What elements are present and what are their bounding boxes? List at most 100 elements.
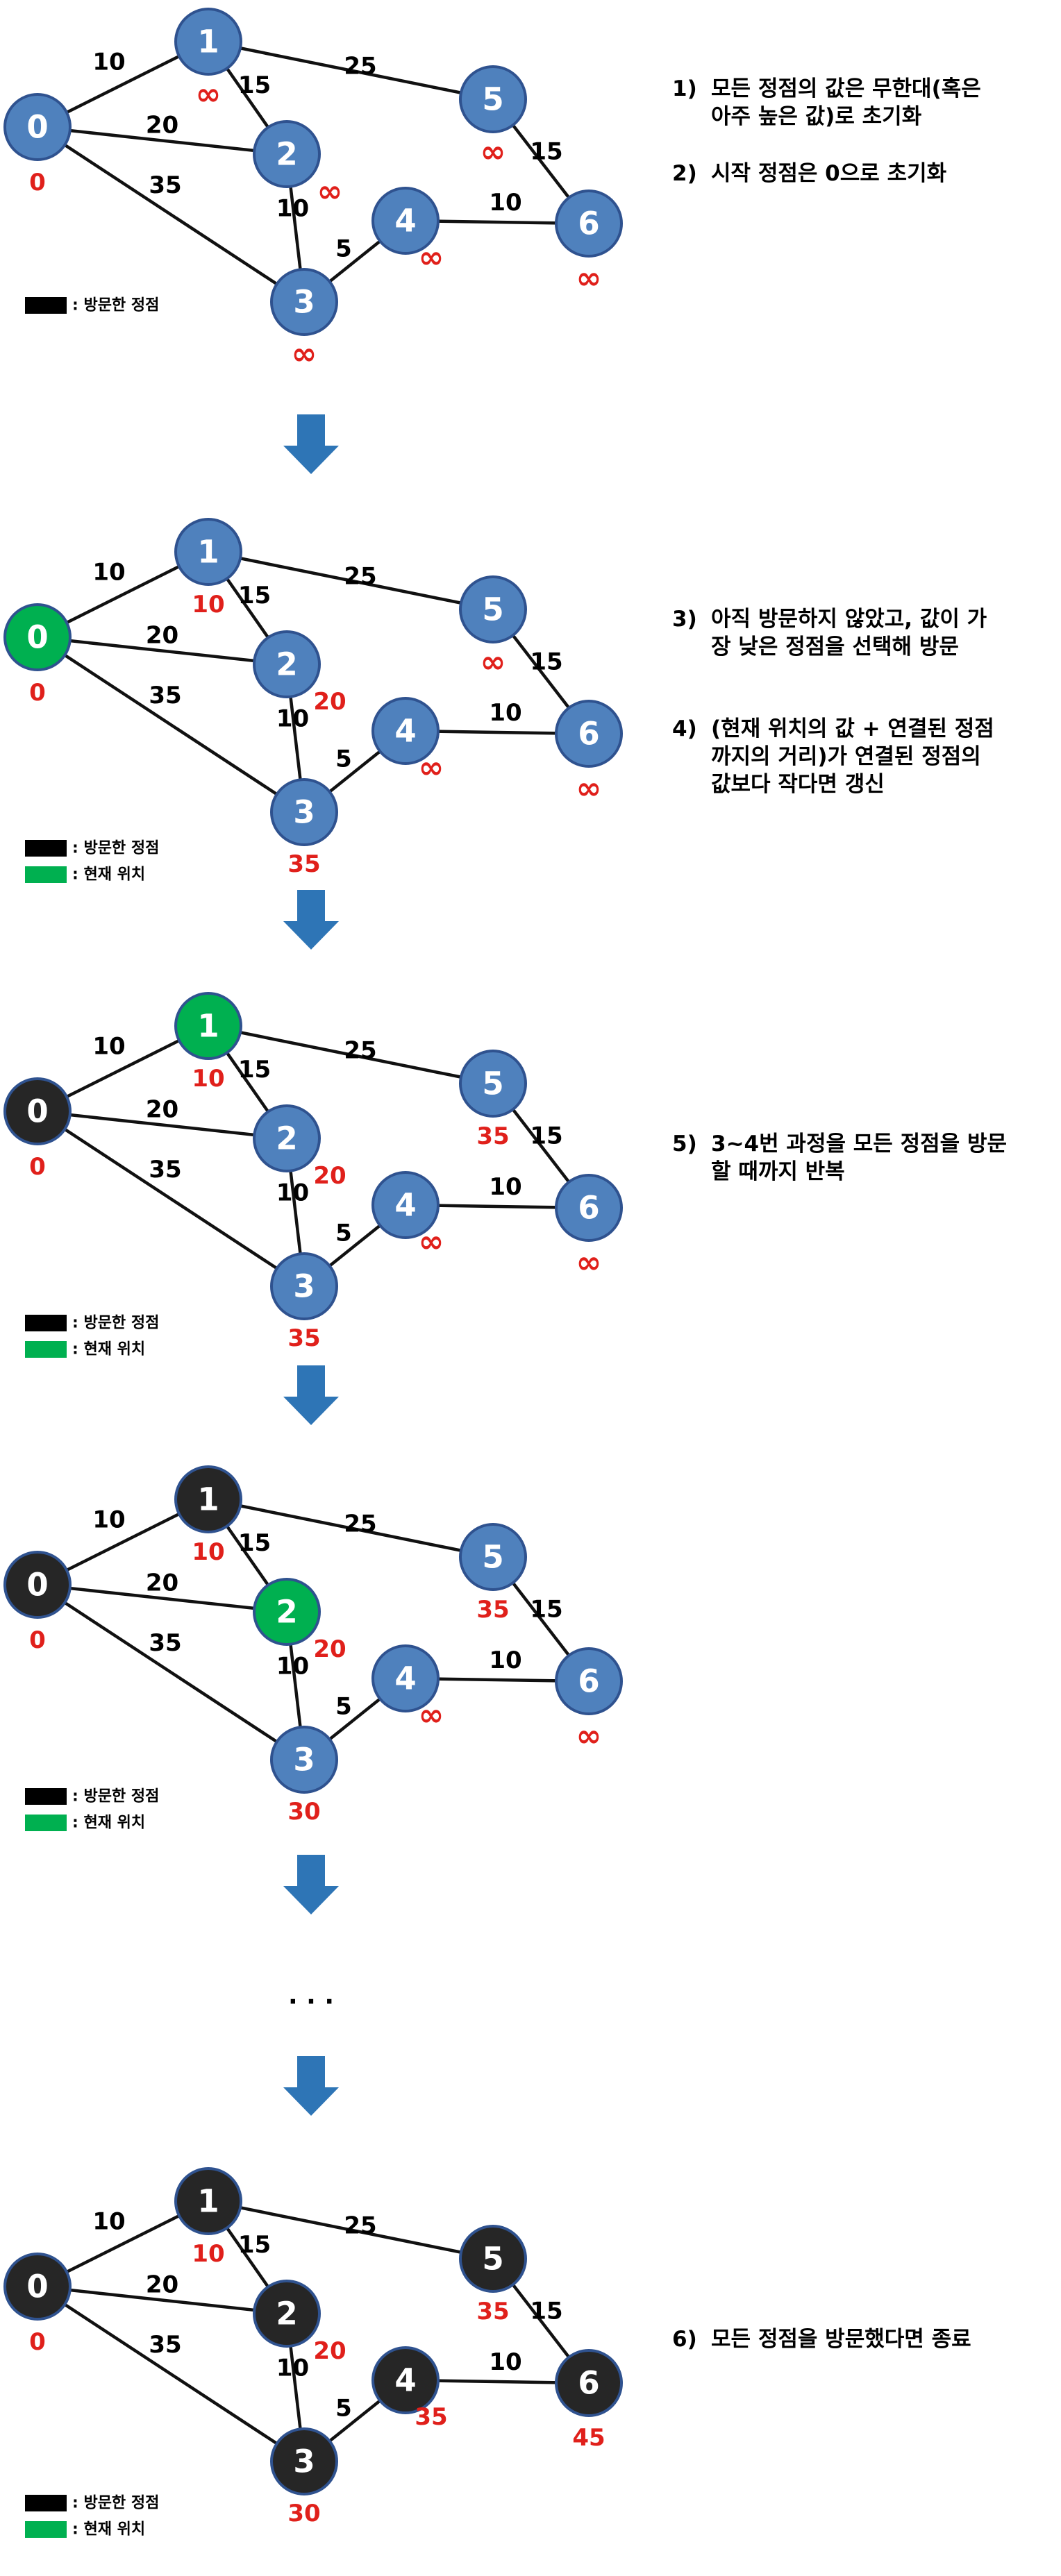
node-distance-2: 20: [313, 1162, 346, 1190]
legend-label-current: : 현재 위치: [72, 866, 145, 884]
node-1: [174, 2167, 242, 2235]
node-distance-2: ∞: [317, 174, 343, 210]
note-number: 6): [672, 2327, 697, 2352]
node-distance-3: 30: [287, 1798, 320, 1826]
node-label-6: 6: [578, 2365, 599, 2402]
edge-weight-1-2: 15: [238, 71, 271, 99]
legend-swatch-visited: [25, 297, 67, 314]
node-4: [371, 1644, 440, 1712]
legend-swatch-visited: [25, 840, 67, 857]
node-label-6: 6: [578, 205, 599, 242]
legend-label-visited: : 방문한 정점: [72, 1788, 159, 1805]
node-distance-0: 0: [29, 1626, 46, 1654]
edge-weight-2-3: 10: [276, 705, 309, 733]
note-number: 3): [672, 607, 697, 632]
node-distance-5: 35: [476, 2298, 509, 2325]
node-label-6: 6: [578, 1663, 599, 1700]
node-3: [270, 1726, 338, 1794]
node-label-2: 2: [276, 136, 297, 173]
node-distance-1: 10: [192, 1538, 224, 1566]
edge-weight-4-6: 10: [489, 699, 521, 727]
edge-weight-3-4: 5: [335, 746, 352, 773]
edge-weight-1-5: 25: [344, 1037, 376, 1065]
edge-weight-4-6: 10: [489, 1173, 521, 1201]
node-distance-2: 20: [313, 2337, 346, 2365]
note-4: 4) (현재 위치의 값 + 연결된 정점 까지의 거리)가 연결된 정점의 값…: [672, 715, 1061, 798]
legend-label-visited: : 방문한 정점: [72, 2495, 159, 2512]
node-4: [371, 2346, 440, 2414]
node-label-5: 5: [482, 2241, 503, 2278]
edge-weight-0-2: 20: [146, 2271, 178, 2299]
node-2: [253, 120, 321, 188]
legend-label-visited: : 방문한 정점: [72, 1315, 159, 1332]
node-distance-4: ∞: [419, 1224, 444, 1260]
node-distance-4: ∞: [419, 240, 444, 276]
legend-swatch-current: [25, 2521, 67, 2538]
node-6: [555, 190, 623, 258]
node-distance-0: 0: [29, 169, 46, 196]
node-distance-0: 0: [29, 2328, 46, 2356]
edge-weight-4-6: 10: [489, 1647, 521, 1674]
note-text: 시작 정점은 0으로 초기화: [711, 161, 947, 186]
node-distance-2: 20: [313, 688, 346, 716]
edge-0-3: [36, 2285, 306, 2463]
node-0: [3, 1551, 72, 1619]
edge-weight-0-2: 20: [146, 1096, 178, 1124]
note-text: 아직 방문하지 않았고, 값이 가 장 낮은 정점을 선택해 방문: [711, 607, 987, 659]
node-distance-6: ∞: [576, 771, 602, 807]
edge-weight-0-1: 10: [92, 49, 125, 76]
edge-weight-2-3: 10: [276, 1179, 309, 1207]
note-number: 1): [672, 76, 697, 101]
note-number: 5): [672, 1131, 697, 1156]
node-label-1: 1: [197, 1481, 219, 1518]
node-distance-1: 10: [192, 1065, 224, 1093]
edge-weight-4-6: 10: [489, 189, 521, 217]
edge-weight-2-3: 10: [276, 2355, 309, 2382]
edge-weight-5-6: 15: [530, 1596, 562, 1624]
node-1: [174, 992, 242, 1060]
node-label-0: 0: [26, 1567, 48, 1603]
edge-weight-0-3: 35: [149, 2331, 181, 2359]
note-3: 3) 아직 방문하지 않았고, 값이 가 장 낮은 정점을 선택해 방문: [672, 605, 1061, 661]
edge-0-2: [37, 125, 287, 156]
node-distance-4: 35: [415, 2403, 447, 2431]
node-distance-5: ∞: [481, 645, 506, 680]
node-distance-3: 35: [287, 1324, 320, 1352]
legend-swatch-current: [25, 1815, 67, 1831]
node-5: [459, 1523, 527, 1591]
node-0: [3, 603, 72, 671]
edge-weight-3-4: 5: [335, 235, 352, 263]
node-label-1: 1: [197, 2183, 219, 2220]
node-5: [459, 575, 527, 643]
edge-0-2: [37, 1109, 287, 1140]
edge-weight-5-6: 15: [530, 1122, 562, 1150]
node-6: [555, 2349, 623, 2417]
node-label-5: 5: [482, 81, 503, 118]
node-label-3: 3: [293, 284, 315, 321]
node-3: [270, 1252, 338, 1320]
edge-weight-0-3: 35: [149, 1156, 181, 1184]
edge-weight-0-1: 10: [92, 1506, 125, 1534]
note-1: 1) 모든 정점의 값은 무한대(혹은 아주 높은 값)로 초기화: [672, 75, 1061, 131]
legend-label-current: : 현재 위치: [72, 1341, 145, 1358]
legend-label-current: : 현재 위치: [72, 1815, 145, 1832]
node-label-0: 0: [26, 109, 48, 146]
legend-label-current: : 현재 위치: [72, 2521, 145, 2539]
node-label-3: 3: [293, 794, 315, 831]
node-distance-5: 35: [476, 1596, 509, 1624]
node-distance-5: 35: [476, 1122, 509, 1150]
node-1: [174, 8, 242, 76]
edge-weight-0-2: 20: [146, 112, 178, 140]
node-label-3: 3: [293, 2443, 315, 2480]
edge-weight-1-2: 15: [238, 1529, 271, 1557]
node-3: [270, 268, 338, 336]
edge-weight-1-5: 25: [344, 53, 376, 81]
edge-weight-1-5: 25: [344, 563, 376, 591]
edge-1-5: [208, 2199, 494, 2261]
edge-0-3: [36, 126, 306, 303]
